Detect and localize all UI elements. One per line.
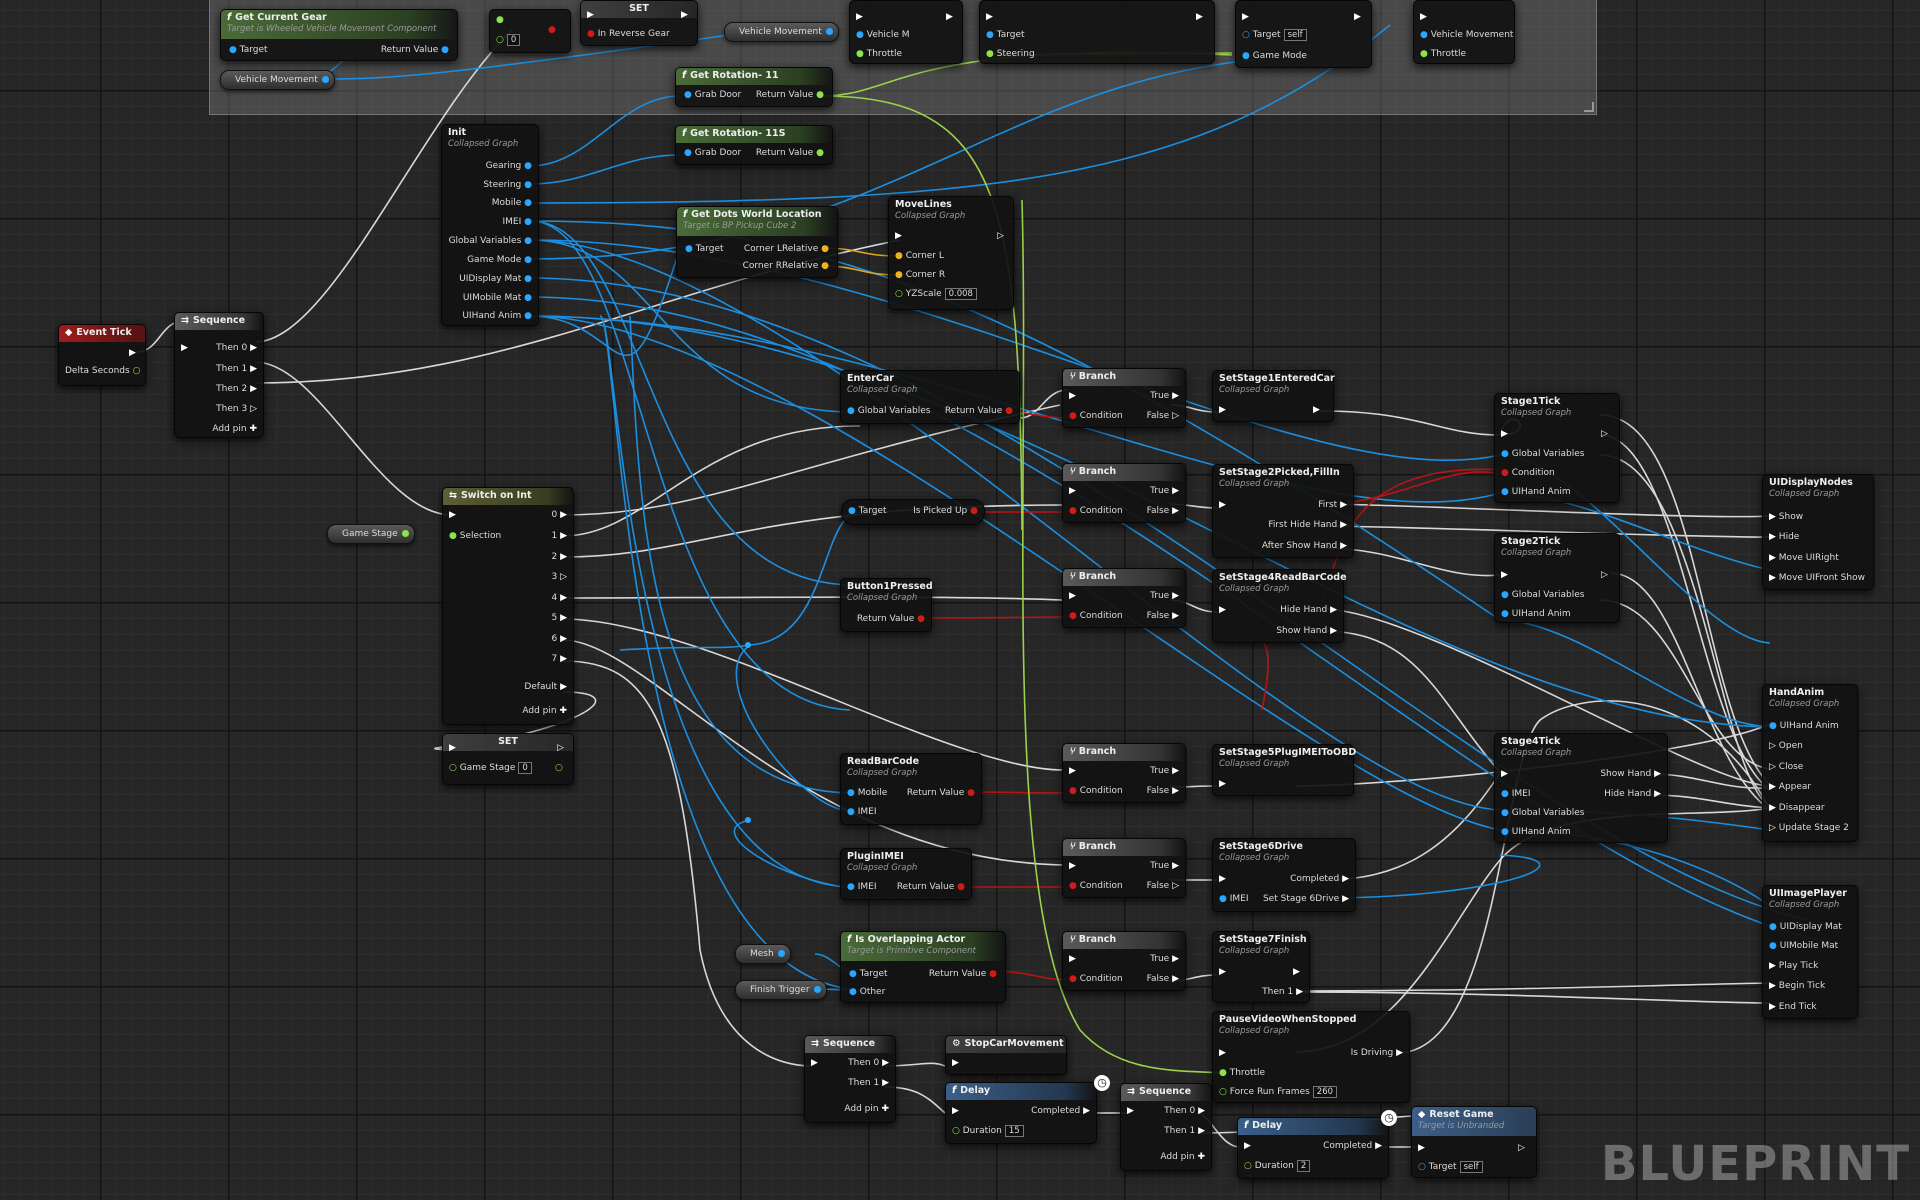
add-pin-button[interactable]: Add pin ✚ <box>212 424 257 434</box>
is-picked-up-node[interactable]: ● Target Is Picked Up ● <box>841 499 985 525</box>
sequence-node-3[interactable]: ⇉Sequence ▶ Then 0 ▶ Then 1 ▶ Add pin ✚ <box>1120 1083 1212 1171</box>
reroute-knot <box>745 817 751 823</box>
comment-resize-handle[interactable] <box>1584 102 1594 112</box>
latent-clock-icon: ◷ <box>1381 1110 1397 1126</box>
branch-node-4[interactable]: ⑂Branch ▶ True ▶ ● Condition False ▶ <box>1062 743 1186 803</box>
stopcarmovement-node[interactable]: ⚙StopCarMovement ▶ <box>945 1035 1067 1075</box>
vehicle-movement-getter-1[interactable]: Vehicle Movement <box>220 70 335 90</box>
branch-node-6[interactable]: ⑂Branch ▶ True ▶ ● Condition False ▶ <box>1062 931 1186 991</box>
branch-node-2[interactable]: ⑂Branch ▶ True ▶ ● Condition False ▶ <box>1062 463 1186 523</box>
sequence-node-2[interactable]: ⇉Sequence ▶ Then 0 ▶ Then 1 ▶ Add pin ✚ <box>804 1035 896 1123</box>
add-pin-button[interactable]: Add pin ✚ <box>522 706 567 716</box>
add-pin-button[interactable]: Add pin ✚ <box>1160 1152 1205 1162</box>
set-vm-throttle-node[interactable]: ▶ ● Vehicle Movement ● Throttle <box>1413 0 1515 64</box>
switch-on-int-node[interactable]: ⇆Switch on Int ▶ ● Selection 0 ▶ 1 ▶ 2 ▶… <box>442 487 574 725</box>
float-wires <box>821 51 1233 1074</box>
compare-node[interactable]: ● ○0 ● <box>489 9 571 53</box>
vehicle-movement-getter-2[interactable]: Vehicle Movement <box>724 22 839 42</box>
game-stage-getter[interactable]: Game Stage <box>327 524 415 544</box>
latent-clock-icon: ◷ <box>1094 1075 1110 1091</box>
set-steering-node[interactable]: ▶ ▶ ● Target ● Steering <box>979 0 1215 64</box>
branch-node-3[interactable]: ⑂Branch ▶ True ▶ ● Condition False ▶ <box>1062 568 1186 628</box>
bool-wires <box>556 34 1506 981</box>
set-in-reverse-gear-node[interactable]: SET ▶ ▶ ● In Reverse Gear <box>580 0 698 46</box>
sequence-node-main[interactable]: ⇉Sequence ▶ Then 0 ▶ Then 1 ▶ Then 2 ▶ T… <box>174 312 264 438</box>
reroute-knot <box>745 642 751 648</box>
mesh-getter[interactable]: Mesh <box>735 944 791 964</box>
event-tick-node[interactable]: ◆Event Tick ▶ Delta Seconds ○ <box>58 324 146 386</box>
finish-trigger-getter[interactable]: Finish Trigger <box>735 980 827 1000</box>
branch-node-5[interactable]: ⑂Branch ▶ True ▶ ● Condition False ▷ <box>1062 838 1186 898</box>
blueprint-watermark: BLUEPRINT <box>1600 1136 1910 1192</box>
add-pin-button[interactable]: Add pin ✚ <box>844 1104 889 1114</box>
set-throttle-node[interactable]: ▶ ▶ ● Vehicle M ● Throttle <box>849 0 963 64</box>
branch-node-1[interactable]: ⑂Branch ▶ True ▶ ● Condition False ▷ <box>1062 368 1186 428</box>
